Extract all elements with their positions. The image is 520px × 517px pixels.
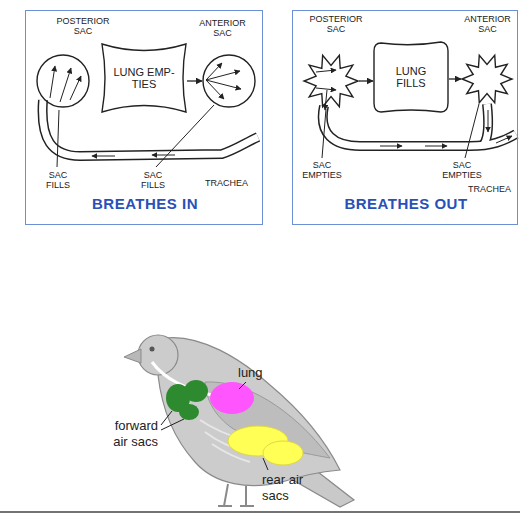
- part-label: lung: [238, 365, 263, 381]
- drawing-part: [465, 104, 479, 158]
- air-sac: POSTERIOR SACSAC EMPTIES: [303, 53, 359, 109]
- rear-air-sacs: [228, 426, 303, 465]
- trachea-tube: [43, 100, 258, 156]
- air-flow-connector: [449, 78, 461, 79]
- air-sac: ANTERIOR SACSAC FILLS: [202, 54, 256, 108]
- drawing-part: [218, 484, 254, 506]
- sac-state: SAC FILLS: [136, 171, 170, 191]
- trachea-label: TRACHEA: [205, 178, 248, 189]
- drawing-part: [380, 146, 402, 147]
- drawing-part: [92, 156, 115, 157]
- drawing-part: [484, 104, 488, 144]
- drawing-part: [152, 155, 175, 156]
- lung-state: LUNG FILLS: [386, 65, 436, 89]
- lung-box: LUNG EMP- TIES: [101, 43, 187, 113]
- drawing-part: [263, 441, 303, 465]
- part-label: forward air sacs: [102, 418, 158, 449]
- drawing-part: [206, 80, 241, 89]
- sac-circle: [36, 54, 90, 108]
- air-flow-arrows: [50, 63, 241, 156]
- drawing-part: [316, 88, 336, 90]
- drawing-part: [496, 136, 512, 143]
- air-flow-connector: [187, 80, 202, 81]
- drawing-part: [43, 100, 258, 156]
- drawing-part: [425, 146, 447, 147]
- lung-shape: [210, 382, 254, 414]
- drawing-part: [158, 338, 340, 486]
- sac-star: [461, 53, 513, 105]
- part-label: rear air sacs: [262, 472, 306, 503]
- drawing-part: [161, 411, 172, 425]
- sac-circle: [202, 54, 256, 108]
- air-sac: ANTERIOR SACSAC EMPTIES: [461, 53, 513, 105]
- drawing-part: [161, 419, 184, 430]
- drawing-part: [150, 347, 155, 352]
- sac-star: [303, 53, 359, 109]
- drawing-part: [239, 382, 246, 389]
- drawing-part: [218, 484, 232, 506]
- drawing-part: [124, 349, 141, 363]
- drawing-part: [179, 404, 199, 420]
- drawing-part: [325, 90, 327, 110]
- drawing-part: [50, 66, 55, 98]
- drawing-part: [206, 71, 240, 80]
- drawing-part: [316, 70, 336, 72]
- forward-air-sacs: [166, 380, 208, 420]
- bottom-rule: [0, 511, 520, 513]
- air-flow-connector: [359, 80, 373, 81]
- drawing-part: [488, 110, 489, 132]
- trachea-label: TRACHEA: [468, 184, 511, 195]
- panel-title: BREATHES IN: [26, 196, 264, 213]
- sac-name: ANTERIOR SAC: [195, 19, 250, 39]
- drawing-part: [60, 68, 71, 102]
- drawing-part: [184, 380, 208, 402]
- sac-state: SAC EMPTIES: [301, 161, 343, 181]
- leader-lines: [322, 104, 479, 158]
- drawing-part: [263, 458, 268, 470]
- sac-name: POSTERIOR SAC: [306, 15, 366, 35]
- drawing-part: [57, 110, 59, 167]
- sac-state: SAC EMPTIES: [441, 161, 483, 181]
- drawing-part: [240, 486, 254, 506]
- sac-name: ANTERIOR SAC: [460, 15, 515, 35]
- air-sac: POSTERIOR SACSAC FILLS: [36, 54, 90, 108]
- drawing-part: [70, 76, 81, 100]
- drawing-part: [322, 109, 326, 158]
- sac-state: SAC FILLS: [41, 171, 75, 191]
- drawing-part: [43, 100, 258, 156]
- panel-title: BREATHES OUT: [293, 196, 519, 213]
- leader-lines: [161, 382, 268, 470]
- panel-box: BREATHES INPOSTERIOR SACSAC FILLSLUNG EM…: [25, 10, 263, 225]
- drawing-part: [484, 104, 488, 144]
- drawing-part: [156, 105, 214, 167]
- sac-name: POSTERIOR SAC: [53, 17, 113, 37]
- lung-state: LUNG EMP- TIES: [111, 66, 177, 90]
- leader-lines: [57, 105, 214, 167]
- bird-illustration: [124, 335, 354, 507]
- lung-box: LUNG FILLS: [373, 41, 449, 113]
